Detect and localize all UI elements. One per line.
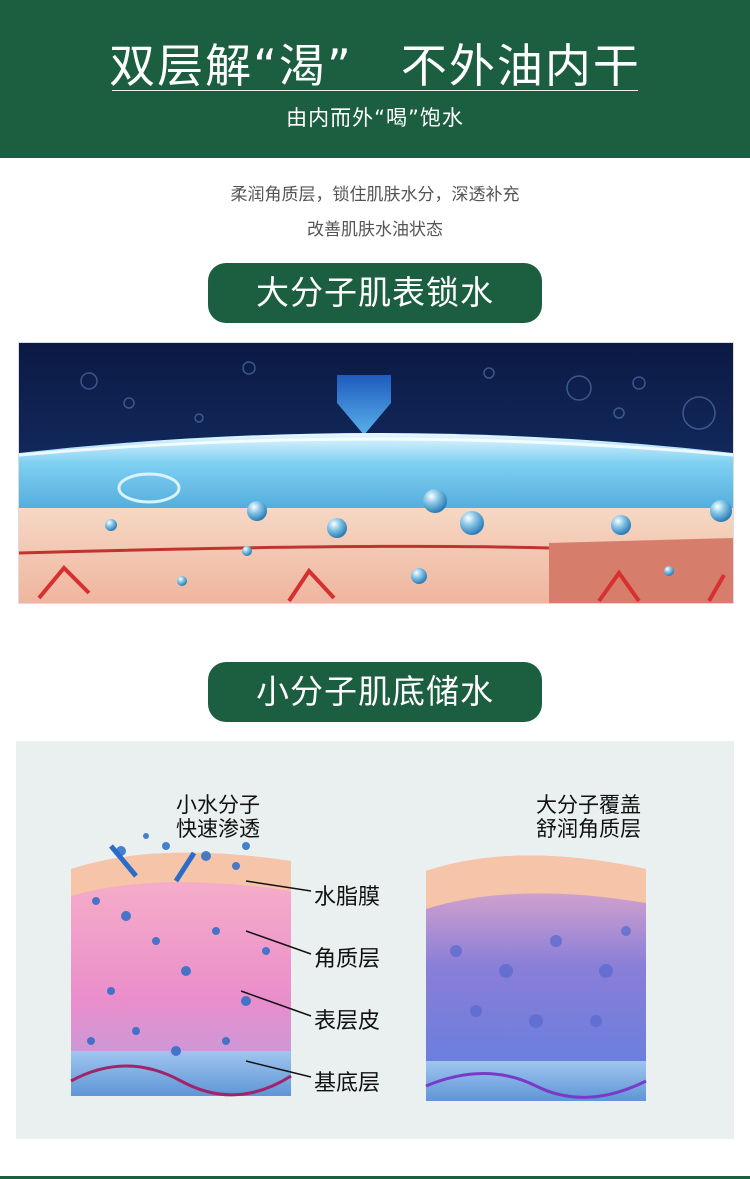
surface-lock-illustration (18, 342, 734, 604)
layer-label-epidermis: 表层皮 (314, 1009, 381, 1034)
header-divider (112, 90, 638, 91)
left-label-line-1: 小水分子 (176, 793, 260, 817)
header-title: 双层解“渴” 不外油内干 (109, 39, 641, 93)
section1-title: 大分子肌表锁水 (208, 263, 542, 323)
intro-line-1: 柔润角质层，锁住肌肤水分，深透补充 (230, 185, 520, 205)
layer-label-basal-layer: 基底层 (314, 1071, 381, 1096)
right-label-line-2: 舒润角质层 (536, 817, 641, 841)
section2-title: 小分子肌底储水 (208, 662, 542, 722)
header-banner: 双层解“渴” 不外油内干 由内而外“喝”饱水 (0, 0, 750, 158)
intro-line-2: 改善肌肤水油状态 (307, 220, 443, 240)
layer-label-stratum-corneum: 角质层 (314, 947, 381, 972)
left-label-line-2: 快速渗透 (176, 817, 260, 841)
bottom-border (0, 1176, 750, 1179)
layer-label-lipid-film: 水脂膜 (314, 885, 381, 910)
deep-hydration-diagram: 小水分子 快速渗透 大分子覆盖 舒润角质层 水脂膜 角质层 表层皮 基底层 (16, 741, 734, 1139)
header-subtitle: 由内而外“喝”饱水 (286, 106, 464, 130)
right-label-line-1: 大分子覆盖 (536, 793, 641, 817)
